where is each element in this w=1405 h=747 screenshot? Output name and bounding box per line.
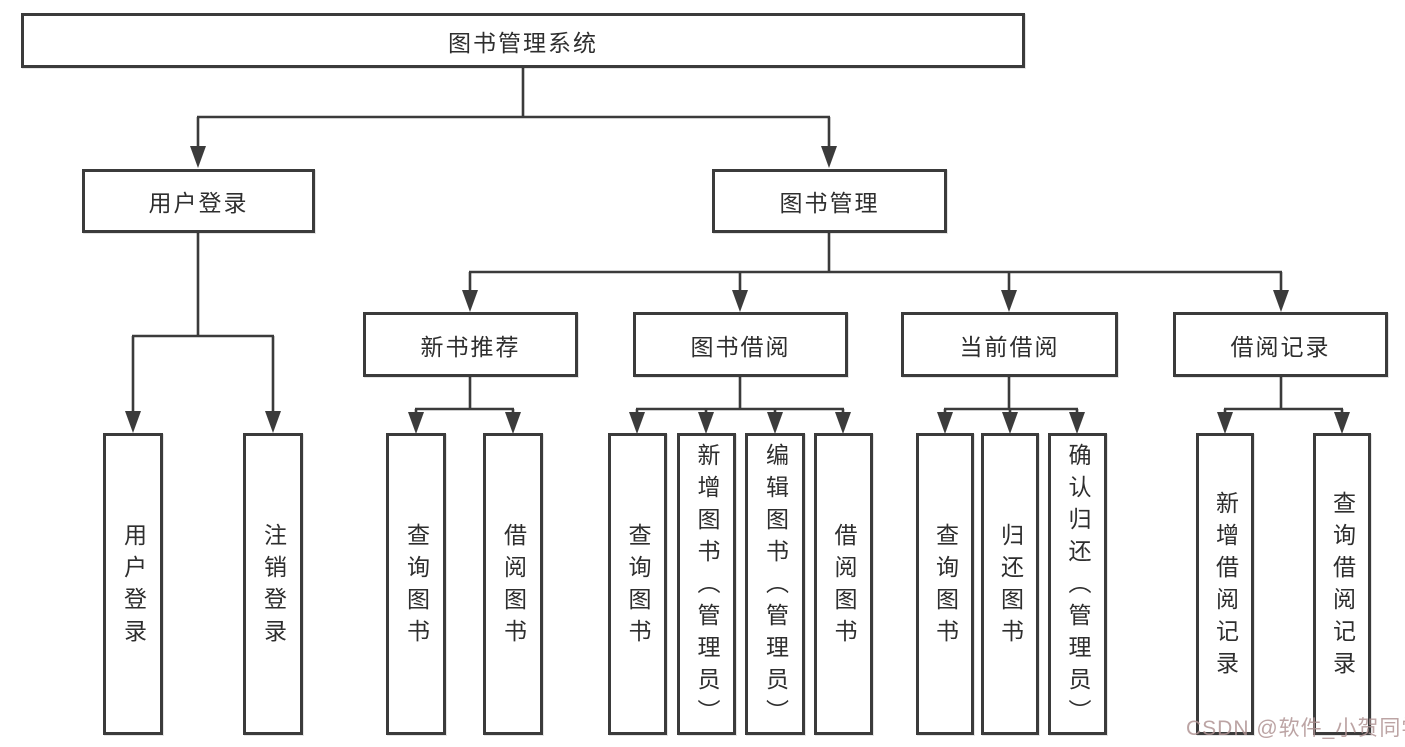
leaf-label: 借阅图书 <box>831 523 857 651</box>
leaf-label: 用户登录 <box>120 523 147 651</box>
leaf-label: 新增借阅记录 <box>1212 491 1239 683</box>
node-library-management-system: 图书管理系统 <box>21 13 1025 68</box>
leaf-label: 查询图书 <box>403 523 430 651</box>
leaf-return-books: 归还图书 <box>981 433 1039 735</box>
leaf-borrow-books: 借阅图书 <box>814 433 873 735</box>
node-label: 图书借阅 <box>690 333 791 360</box>
node-label: 借阅记录 <box>1230 333 1331 360</box>
leaf-label: 新增图书（管理员） <box>694 443 720 731</box>
leaf-label: 归还图书 <box>997 523 1024 651</box>
leaf-label: 注销登录 <box>260 523 287 651</box>
node-label: 图书管理系统 <box>448 29 598 56</box>
leaf-confirm-return-admin: 确认归还（管理员） <box>1048 433 1107 735</box>
node-label: 当前借阅 <box>959 333 1060 360</box>
node-user-login: 用户登录 <box>82 169 315 233</box>
leaf-logout: 注销登录 <box>243 433 303 735</box>
leaf-add-borrow-record: 新增借阅记录 <box>1196 433 1254 735</box>
leaf-borrow-books-recommend: 借阅图书 <box>483 433 543 735</box>
node-book-management: 图书管理 <box>712 169 947 233</box>
leaf-query-books-borrowing: 查询图书 <box>608 433 667 735</box>
leaf-query-books-current: 查询图书 <box>916 433 974 735</box>
node-new-book-recommend: 新书推荐 <box>363 312 578 377</box>
leaf-query-books-recommend: 查询图书 <box>386 433 446 735</box>
leaf-label: 查询借阅记录 <box>1329 491 1356 683</box>
csdn-watermark: CSDN @软件_小贺同学 <box>1186 717 1405 740</box>
leaf-label: 查询图书 <box>625 523 651 651</box>
leaf-add-books-admin: 新增图书（管理员） <box>677 433 736 735</box>
leaf-label: 编辑图书（管理员） <box>762 443 789 731</box>
node-label: 图书管理 <box>779 190 880 216</box>
leaf-label: 借阅图书 <box>500 523 527 651</box>
leaf-edit-books-admin: 编辑图书（管理员） <box>745 433 805 735</box>
leaf-label: 查询图书 <box>932 523 959 651</box>
node-label: 新书推荐 <box>420 333 521 360</box>
node-label: 用户登录 <box>148 190 249 216</box>
node-borrowing-records: 借阅记录 <box>1173 312 1388 377</box>
leaf-query-borrow-record: 查询借阅记录 <box>1313 433 1371 735</box>
node-book-borrowing: 图书借阅 <box>633 312 848 377</box>
leaf-label: 确认归还（管理员） <box>1065 443 1091 731</box>
node-current-borrowing: 当前借阅 <box>901 312 1118 377</box>
leaf-user-login: 用户登录 <box>103 433 163 735</box>
